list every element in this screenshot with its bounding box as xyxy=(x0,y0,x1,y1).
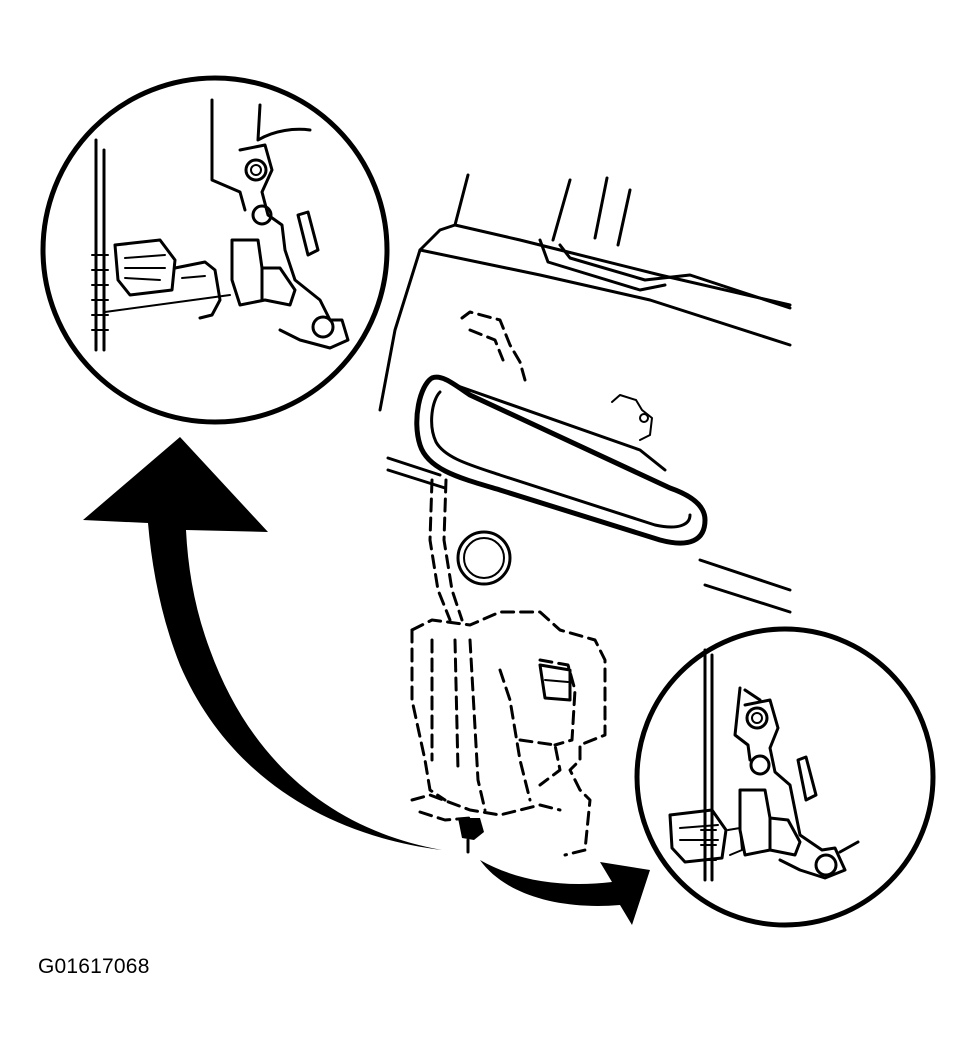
detail-view-upper xyxy=(40,75,390,425)
outside-door-handle xyxy=(414,310,708,546)
figure-code: G01617068 xyxy=(38,955,150,978)
detail-view-lower xyxy=(634,626,936,928)
small-curved-arrow xyxy=(480,860,650,925)
door-latch-assembly xyxy=(410,610,607,857)
lock-cylinder xyxy=(456,530,512,586)
door-panel xyxy=(378,173,792,614)
large-curved-arrow xyxy=(83,437,442,850)
handle-rod xyxy=(428,478,464,622)
